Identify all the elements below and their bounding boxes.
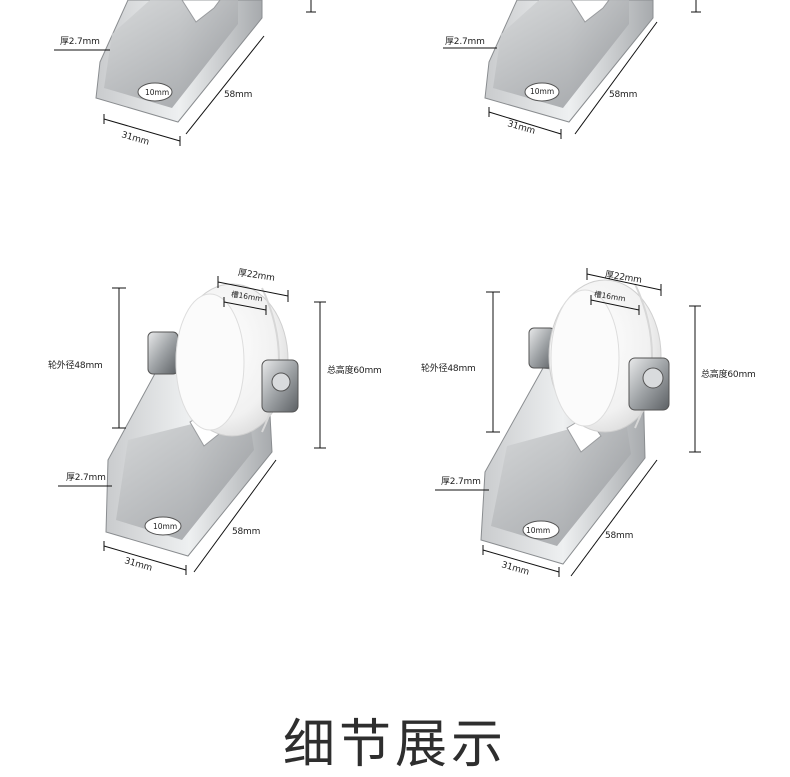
pulley-bracket-illustration xyxy=(435,268,701,577)
plate-thickness-label: 厚2.7mm xyxy=(445,37,485,47)
total-height-label: 总高度60mm xyxy=(701,370,756,380)
length-label: 58mm xyxy=(605,531,634,541)
hole-diameter-label: 10mm xyxy=(526,526,551,535)
product-photo-top-right: 厚2.7mm 10mm 58mm 31mm xyxy=(395,0,790,160)
plate-thickness-label: 厚2.7mm xyxy=(66,473,106,483)
bracket-illustration xyxy=(54,0,316,146)
product-photo-bottom-left: 厚22mm 槽16mm 轮外径48mm 总高度60mm 厚2.7mm 10mm … xyxy=(0,250,395,590)
length-label: 58mm xyxy=(232,527,261,537)
product-photo-top-left: 厚2.7mm 10mm 58mm 31mm xyxy=(0,0,395,160)
product-photo-bottom-right: 厚22mm 槽16mm 轮外径48mm 总高度60mm 厚2.7mm 10mm … xyxy=(395,250,790,590)
section-title: 细节展示 xyxy=(282,715,507,775)
hole-diameter-label: 10mm xyxy=(530,87,555,96)
total-height-label: 总高度60mm xyxy=(327,366,382,376)
wheel-diameter-label: 轮外径48mm xyxy=(48,361,103,371)
plate-thickness-label: 厚2.7mm xyxy=(441,477,481,487)
length-label: 58mm xyxy=(224,90,253,100)
bracket-illustration xyxy=(443,0,701,139)
pulley-bracket-illustration xyxy=(58,276,326,575)
length-label: 58mm xyxy=(609,90,638,100)
hole-diameter-label: 10mm xyxy=(153,522,178,531)
wheel-diameter-label: 轮外径48mm xyxy=(421,364,476,374)
hole-diameter-label: 10mm xyxy=(145,88,170,97)
plate-thickness-label: 厚2.7mm xyxy=(60,37,100,47)
